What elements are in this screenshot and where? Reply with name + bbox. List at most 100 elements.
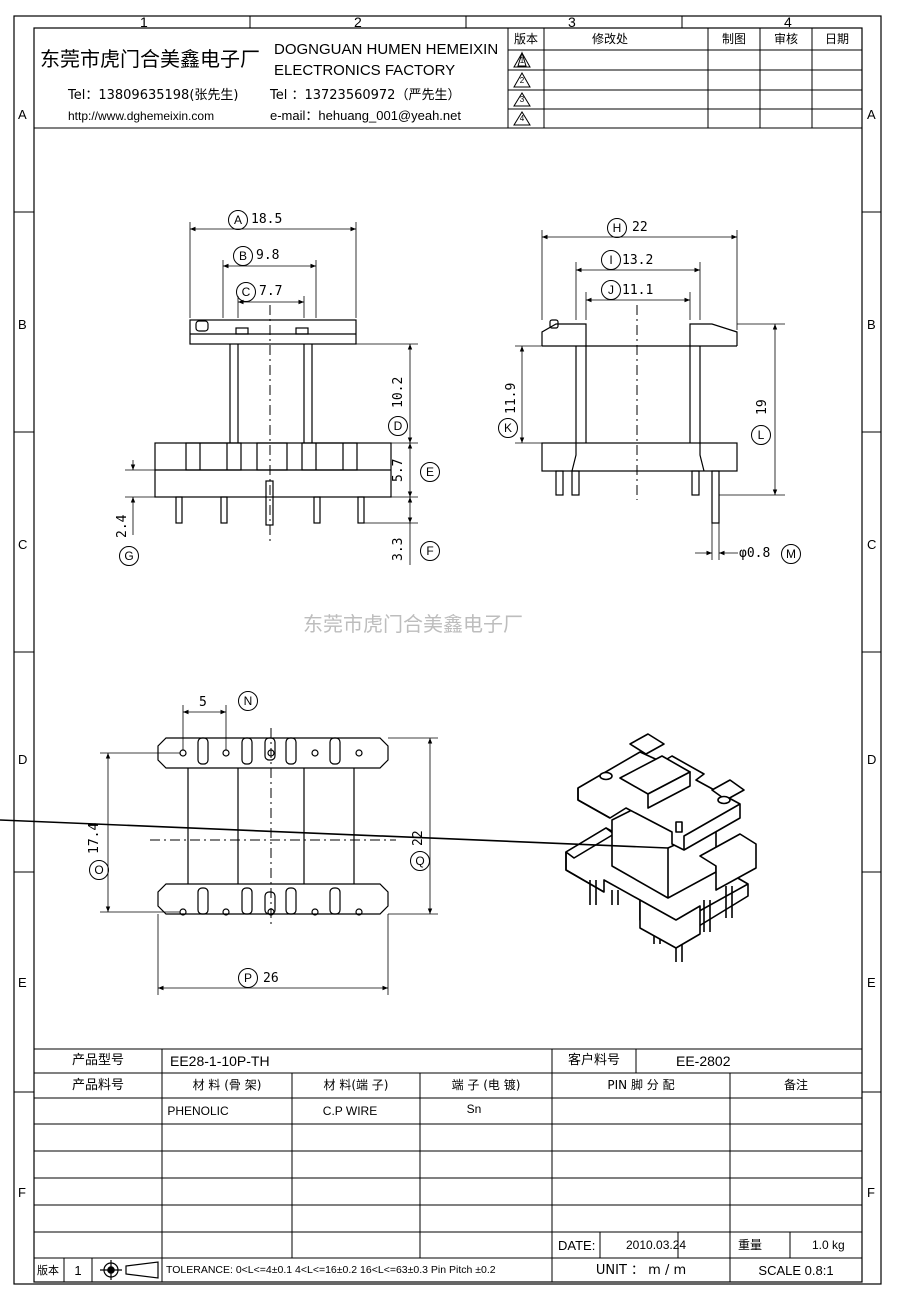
label-date: DATE:	[558, 1238, 596, 1253]
label-remark: 备注	[783, 1078, 809, 1092]
zone-col-4: 4	[784, 14, 792, 30]
label-version: 版本	[37, 1264, 59, 1277]
company-website[interactable]: http://www.dghemeixin.com	[68, 109, 215, 123]
dim-marker-o: O	[89, 860, 109, 880]
dim-value-f: 3.3	[391, 537, 406, 561]
value-weight: 1.0 kg	[812, 1238, 845, 1252]
value-version: 1	[74, 1263, 82, 1278]
side-view	[541, 319, 738, 524]
side-dimensions	[515, 230, 785, 560]
dim-value-d: 10.2	[391, 376, 406, 408]
rev-header-version: 版本	[513, 32, 539, 46]
dim-marker-b: B	[233, 246, 253, 266]
unit-text: UNIT ： m / m	[595, 1263, 687, 1278]
dim-value-m: φ0.8	[739, 546, 771, 561]
dim-marker-d: D	[388, 416, 408, 436]
dim-marker-l: L	[751, 425, 771, 445]
dim-value-q: 22	[411, 830, 426, 846]
dim-value-g: 2.4	[115, 514, 130, 538]
zone-row-b-right: B	[867, 317, 876, 332]
dim-value-l: 19	[755, 399, 770, 415]
rev-header-change: 修改处	[591, 32, 629, 46]
label-customer-part: 客户料号	[567, 1053, 621, 1068]
header-block	[34, 28, 862, 129]
zone-row-c-left: C	[18, 537, 28, 552]
value-material-pin: C.P WIRE	[322, 1104, 378, 1118]
dim-marker-m: M	[781, 544, 801, 564]
rev-header-checked: 审核	[773, 32, 799, 46]
column-zone-ticks	[34, 16, 862, 29]
zone-row-c-right: C	[867, 537, 877, 552]
dim-value-h: 22	[632, 220, 648, 235]
company-tel-1: Tel：13809635198(张先生)	[68, 88, 239, 103]
outer-frame	[13, 15, 882, 1285]
revision-triangles	[513, 51, 531, 126]
dim-marker-g: G	[119, 546, 139, 566]
zone-col-1: 1	[140, 14, 148, 30]
dim-value-e: 5.7	[391, 458, 406, 482]
dim-value-p: 26	[263, 971, 279, 986]
dim-marker-p: P	[238, 968, 258, 988]
dim-marker-q: Q	[410, 851, 430, 871]
label-pin-plating: 端 子 (电 镀)	[451, 1078, 521, 1092]
label-material-pin: 材 料(端 子)	[323, 1078, 389, 1092]
rev-row-3: 3	[519, 95, 525, 104]
dim-value-o: 17.4	[87, 822, 102, 854]
dim-value-c: 7.7	[259, 284, 283, 299]
isometric-view	[0, 733, 757, 962]
label-material-bobbin: 材 料 (骨 架)	[192, 1078, 262, 1092]
zone-row-e-right: E	[867, 975, 876, 990]
zone-row-a-left: A	[18, 107, 27, 122]
company-name-cn: 东莞市虎门合美鑫电子厂	[40, 47, 260, 71]
dim-value-k: 11.9	[504, 382, 519, 414]
zone-row-f-right: F	[867, 1185, 875, 1200]
bottom-view	[157, 737, 389, 916]
zone-col-2: 2	[354, 14, 362, 30]
value-pin-plating: Sn	[466, 1102, 482, 1116]
dim-value-b: 9.8	[256, 248, 280, 263]
scale-text: SCALE 0.8:1	[758, 1263, 834, 1278]
zone-row-d-left: D	[18, 752, 28, 767]
zone-col-3: 3	[568, 14, 576, 30]
dim-value-n: 5	[199, 695, 207, 710]
dim-marker-k: K	[498, 418, 518, 438]
label-weight: 重量	[738, 1238, 763, 1252]
front-dimensions	[125, 222, 418, 565]
dim-value-i: 13.2	[622, 253, 654, 268]
rev-row-1: 1	[519, 56, 525, 65]
dim-marker-f: F	[420, 541, 440, 561]
value-material-bobbin: PHENOLIC	[167, 1104, 229, 1118]
dim-marker-i: I	[601, 250, 621, 270]
zone-row-b-left: B	[18, 317, 27, 332]
rev-row-4: 4	[519, 114, 525, 123]
zone-row-d-right: D	[867, 752, 877, 767]
rev-header-drawn: 制图	[721, 32, 747, 46]
tolerance-text: TOLERANCE: 0<L<=4±0.1 4<L<=16±0.2 16<L<=…	[166, 1264, 496, 1276]
company-tel-2: Tel ：13723560972（严先生）	[270, 88, 461, 103]
front-view	[154, 319, 392, 526]
dim-marker-h: H	[607, 218, 627, 238]
company-name-en-1: DOGNGUAN HUMEN HEMEIXIN	[274, 41, 499, 58]
dim-value-j: 11.1	[622, 283, 654, 298]
value-customer-part: EE-2802	[676, 1053, 731, 1069]
company-name-en-2: ELECTRONICS FACTORY	[274, 62, 456, 79]
dim-marker-a: A	[228, 210, 248, 230]
rev-row-2: 2	[519, 76, 525, 85]
label-pin-assign: PIN 脚 分 配	[607, 1078, 675, 1092]
company-email[interactable]: e-mail：hehuang_001@yeah.net	[270, 108, 461, 123]
label-product-part: 产品料号	[71, 1078, 125, 1093]
value-product-model: EE28-1-10P-TH	[170, 1053, 270, 1069]
watermark-text: 东莞市虎门合美鑫电子厂	[303, 612, 523, 636]
row-zone-ticks	[14, 211, 881, 1093]
dim-marker-j: J	[601, 280, 621, 300]
label-product-model: 产品型号	[71, 1053, 125, 1068]
zone-row-a-right: A	[867, 107, 876, 122]
value-date: 2010.03.24	[626, 1238, 687, 1252]
dim-marker-e: E	[420, 462, 440, 482]
bottom-dimensions	[100, 705, 438, 995]
bottom-center-lines	[150, 728, 396, 925]
zone-row-e-left: E	[18, 975, 27, 990]
rev-header-date: 日期	[824, 32, 850, 46]
dim-value-a: 18.5	[251, 212, 283, 227]
